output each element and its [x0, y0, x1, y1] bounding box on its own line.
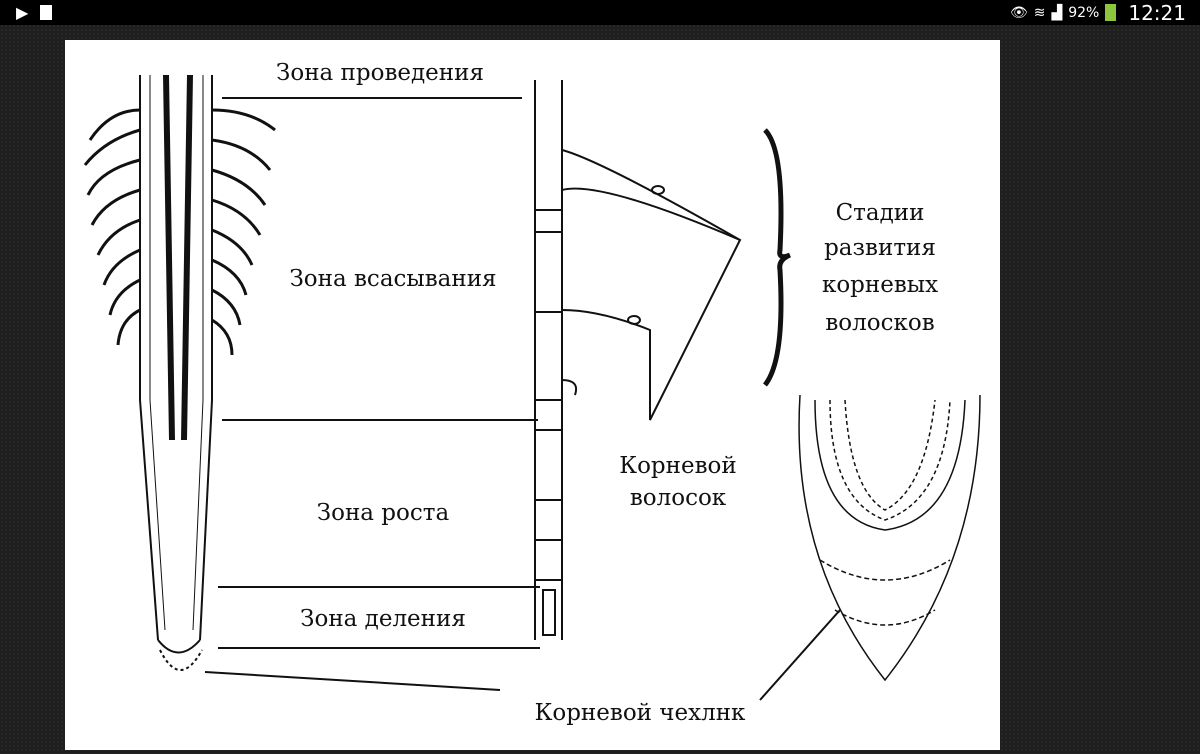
battery-percent: 92% — [1068, 4, 1100, 21]
root-illustration — [83, 74, 276, 671]
status-bar: ▶ 👁 ≋ ▟ 92% 12:21 — [0, 0, 1200, 25]
label-stages-1: Стадии — [836, 200, 925, 226]
epidermis-cells — [534, 80, 742, 640]
root-tip-illustration — [759, 394, 981, 701]
label-root-hair-1: Корневой — [619, 453, 736, 479]
sim-card-icon — [40, 5, 53, 20]
play-icon: ▶ — [16, 3, 29, 22]
label-zone-division: Зона деления — [300, 606, 466, 632]
label-stages-3: корневых — [822, 272, 938, 298]
label-stages-4: волосков — [825, 310, 934, 336]
brace — [762, 128, 792, 387]
battery-icon — [1105, 4, 1117, 21]
label-root-hair-2: волосок — [630, 485, 727, 511]
signal-icon: ▟ — [1051, 4, 1063, 21]
label-root-cap: Корневой чехлнк — [535, 700, 746, 726]
label-zone-conduction: Зона проведения — [276, 60, 484, 86]
label-zone-absorption: Зона всасывания — [289, 266, 496, 292]
label-stages-2: развития — [824, 235, 936, 261]
zone-divider-lines — [204, 97, 540, 691]
eye-icon: 👁 — [1009, 4, 1028, 21]
wifi-icon: ≋ — [1033, 4, 1046, 21]
root-zones-diagram: Зона проведения Зона всасывания Зона рос… — [83, 60, 981, 726]
image-viewer[interactable]: Зона проведения Зона всасывания Зона рос… — [65, 40, 1000, 750]
clock: 12:21 — [1128, 0, 1186, 25]
label-zone-growth: Зона роста — [317, 500, 450, 526]
